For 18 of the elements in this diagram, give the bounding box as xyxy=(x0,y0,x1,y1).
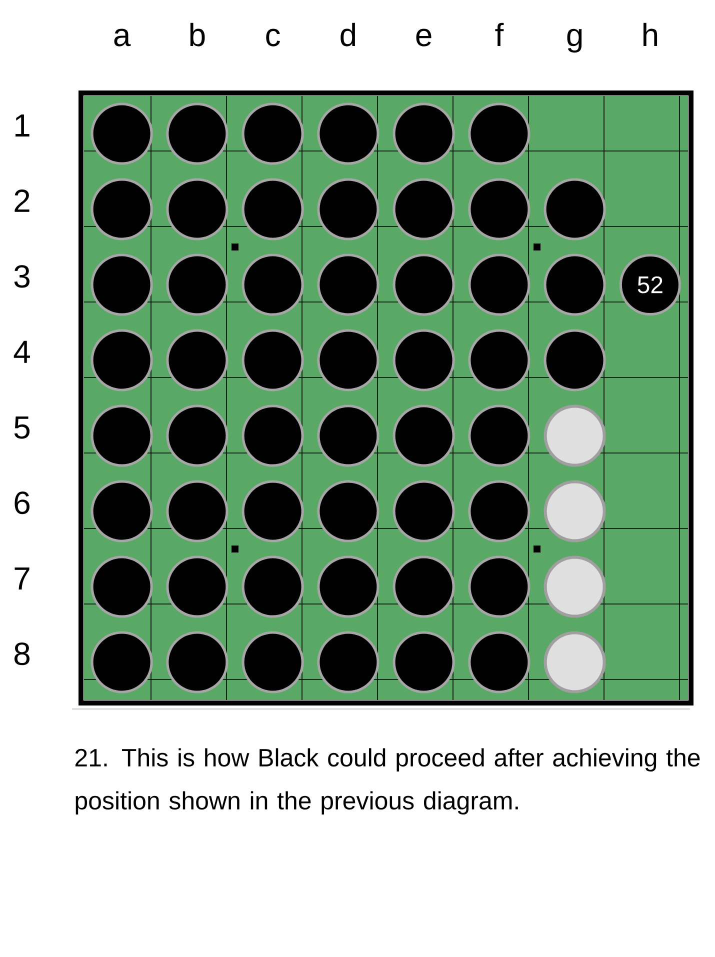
column-label: d xyxy=(340,22,356,46)
row-label: 1 xyxy=(16,114,30,136)
column-label: h xyxy=(644,22,658,46)
column-label: b xyxy=(190,22,205,46)
row-label: 5 xyxy=(14,416,30,439)
numbered-disc: 52 xyxy=(619,254,681,316)
row-label: 7 xyxy=(14,567,30,590)
column-label: f xyxy=(495,22,504,46)
column-label: g xyxy=(567,28,582,53)
row-label: 2 xyxy=(14,190,30,212)
row-label: 3 xyxy=(14,265,30,288)
column-label: e xyxy=(416,28,432,46)
row-label: 8 xyxy=(14,642,30,666)
caption: 21. This is how Black could proceed after achieving the position shown in the previous diagram. xyxy=(75,748,700,815)
row-label: 6 xyxy=(14,492,30,514)
row-label: 4 xyxy=(14,340,30,363)
column-label: a xyxy=(114,28,131,46)
column-label: c xyxy=(266,28,280,46)
